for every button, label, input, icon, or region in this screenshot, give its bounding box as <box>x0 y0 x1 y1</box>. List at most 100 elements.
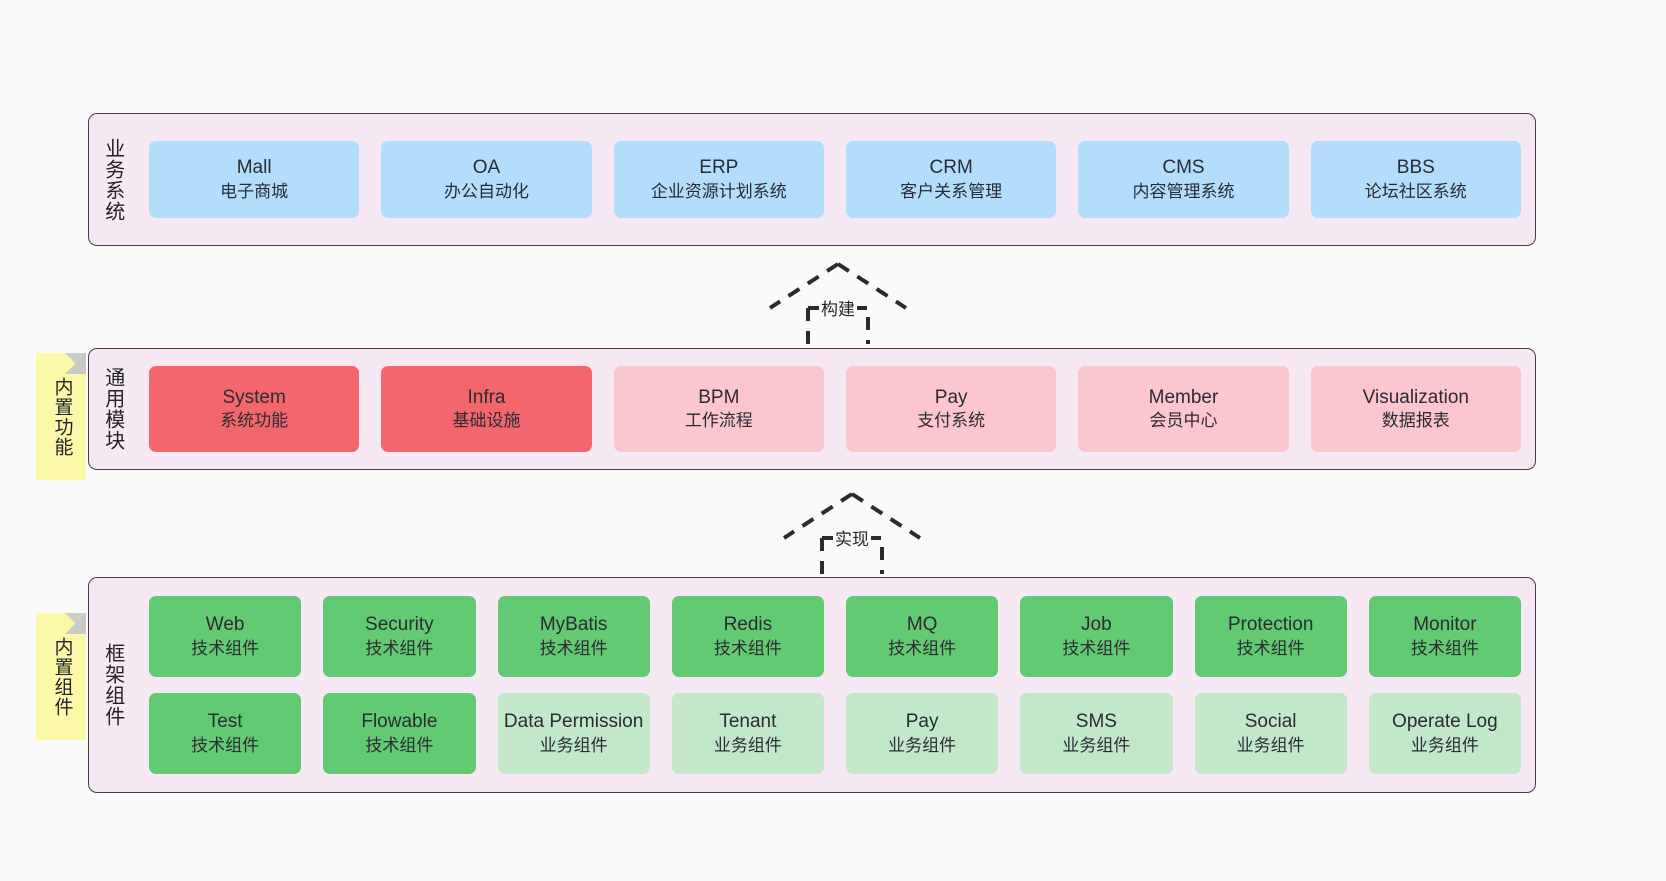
card-subtitle: 技术组件 <box>713 638 782 658</box>
card-title: Security <box>365 614 434 636</box>
layer-title-common-modules: 通用模块 <box>101 367 124 451</box>
card-subtitle: 基础设施 <box>452 411 521 431</box>
card-sms[interactable]: SMS 业务组件 <box>1020 693 1173 774</box>
generalization-arrow-icon <box>782 492 922 574</box>
sticky-note-builtin-function: 内置功能 <box>36 353 86 480</box>
card-subtitle: 数据报表 <box>1381 411 1450 431</box>
layer-body-framework-components: Web 技术组件 Security 技术组件 MyBatis 技术组件 Redi… <box>135 578 1535 792</box>
card-subtitle: 业务组件 <box>1410 735 1479 755</box>
card-data-permission[interactable]: Data Permission 业务组件 <box>497 693 650 774</box>
sticky-note-label: 内置功能 <box>51 376 73 457</box>
card-subtitle: 技术组件 <box>539 638 608 658</box>
card-subtitle: 电子商城 <box>220 181 289 201</box>
card-test[interactable]: Test 技术组件 <box>149 693 302 774</box>
card-subtitle: 支付系统 <box>917 411 986 431</box>
card-monitor[interactable]: Monitor 技术组件 <box>1368 596 1521 677</box>
card-title: System <box>222 386 286 408</box>
card-oa[interactable]: OA 办公自动化 <box>381 141 592 218</box>
card-title: ERP <box>699 157 739 179</box>
card-social[interactable]: Social 业务组件 <box>1194 693 1347 774</box>
card-title: Pay <box>934 386 968 408</box>
layer-body-business-systems: Mall 电子商城 OA 办公自动化 ERP 企业资源计划系统 CRM 客户关系… <box>135 114 1535 245</box>
card-title: MyBatis <box>539 614 608 636</box>
card-subtitle: 技术组件 <box>191 638 260 658</box>
card-subtitle: 业务组件 <box>1236 735 1305 755</box>
card-title: Monitor <box>1413 614 1477 636</box>
card-title: Member <box>1148 386 1219 408</box>
card-title: Redis <box>723 614 773 636</box>
card-security[interactable]: Security 技术组件 <box>323 596 476 677</box>
layer-row: Web 技术组件 Security 技术组件 MyBatis 技术组件 Redi… <box>149 596 1521 677</box>
card-title: Infra <box>467 386 506 408</box>
card-member[interactable]: Member 会员中心 <box>1078 366 1289 452</box>
card-title: BBS <box>1396 157 1435 179</box>
card-subtitle: 业务组件 <box>539 735 608 755</box>
card-title: CMS <box>1162 157 1205 179</box>
card-cms[interactable]: CMS 内容管理系统 <box>1078 141 1289 218</box>
card-crm[interactable]: CRM 客户关系管理 <box>845 141 1057 218</box>
card-title: Mall <box>236 157 272 179</box>
card-subtitle: 企业资源计划系统 <box>650 181 787 201</box>
card-title: Operate Log <box>1392 711 1498 733</box>
card-subtitle: 技术组件 <box>1062 638 1131 658</box>
card-subtitle: 业务组件 <box>1062 735 1131 755</box>
card-subtitle: 会员中心 <box>1149 411 1218 431</box>
card-title: Pay <box>905 711 939 733</box>
connector-label: 实现 <box>833 525 871 550</box>
card-subtitle: 工作流程 <box>684 411 753 431</box>
card-subtitle: 业务组件 <box>888 735 957 755</box>
layer-title-business-systems: 业务系统 <box>101 137 124 222</box>
card-subtitle: 技术组件 <box>191 735 260 755</box>
card-title: Job <box>1081 614 1112 636</box>
layer-row: Test 技术组件 Flowable 技术组件 Data Permission … <box>149 693 1521 774</box>
card-subtitle: 系统功能 <box>220 411 289 431</box>
layer-row: Mall 电子商城 OA 办公自动化 ERP 企业资源计划系统 CRM 客户关系… <box>149 141 1521 218</box>
card-protection[interactable]: Protection 技术组件 <box>1194 596 1347 677</box>
card-bbs[interactable]: BBS 论坛社区系统 <box>1310 141 1521 218</box>
folded-corner-icon <box>65 353 86 374</box>
card-title: OA <box>472 157 501 179</box>
card-infra[interactable]: Infra 基础设施 <box>381 366 592 452</box>
layer-row: System 系统功能 Infra 基础设施 BPM 工作流程 Pay 支付系统… <box>149 366 1521 452</box>
card-subtitle: 技术组件 <box>1410 638 1479 658</box>
card-job[interactable]: Job 技术组件 <box>1020 596 1173 677</box>
card-web[interactable]: Web 技术组件 <box>149 596 302 677</box>
card-tenant[interactable]: Tenant 业务组件 <box>671 693 824 774</box>
card-title: CRM <box>929 157 973 179</box>
card-flowable[interactable]: Flowable 技术组件 <box>323 693 476 774</box>
card-title: MQ <box>906 614 938 636</box>
connector-implement: 实现 <box>772 492 932 574</box>
card-title: Protection <box>1227 614 1314 636</box>
card-title: Social <box>1244 711 1297 733</box>
card-erp[interactable]: ERP 企业资源计划系统 <box>613 141 824 218</box>
card-subtitle: 客户关系管理 <box>900 181 1003 201</box>
card-pay-business[interactable]: Pay 业务组件 <box>846 693 999 774</box>
generalization-arrow-icon <box>768 262 908 344</box>
card-subtitle: 业务组件 <box>713 735 782 755</box>
card-subtitle: 技术组件 <box>365 735 434 755</box>
card-bpm[interactable]: BPM 工作流程 <box>613 366 824 452</box>
card-title: Visualization <box>1362 386 1469 408</box>
card-pay[interactable]: Pay 支付系统 <box>845 366 1057 452</box>
sticky-note-label: 内置组件 <box>51 636 73 717</box>
folded-corner-icon <box>65 613 86 634</box>
card-subtitle: 技术组件 <box>1236 638 1305 658</box>
connector-build: 构建 <box>758 262 918 344</box>
card-mybatis[interactable]: MyBatis 技术组件 <box>497 596 650 677</box>
card-operate-log[interactable]: Operate Log 业务组件 <box>1368 693 1521 774</box>
connector-label: 构建 <box>819 295 857 320</box>
card-mall[interactable]: Mall 电子商城 <box>149 141 360 218</box>
card-subtitle: 办公自动化 <box>443 181 529 201</box>
card-title: BPM <box>698 386 740 408</box>
card-visualization[interactable]: Visualization 数据报表 <box>1310 366 1521 452</box>
card-mq[interactable]: MQ 技术组件 <box>846 596 999 677</box>
card-system[interactable]: System 系统功能 <box>149 366 360 452</box>
card-redis[interactable]: Redis 技术组件 <box>671 596 824 677</box>
card-subtitle: 技术组件 <box>365 638 434 658</box>
card-title: Web <box>205 614 245 636</box>
layer-common-modules: 通用模块 System 系统功能 Infra 基础设施 BPM 工作流程 Pay… <box>88 348 1536 470</box>
card-title: Flowable <box>361 711 438 733</box>
card-title: Test <box>207 711 243 733</box>
layer-body-common-modules: System 系统功能 Infra 基础设施 BPM 工作流程 Pay 支付系统… <box>135 349 1535 469</box>
